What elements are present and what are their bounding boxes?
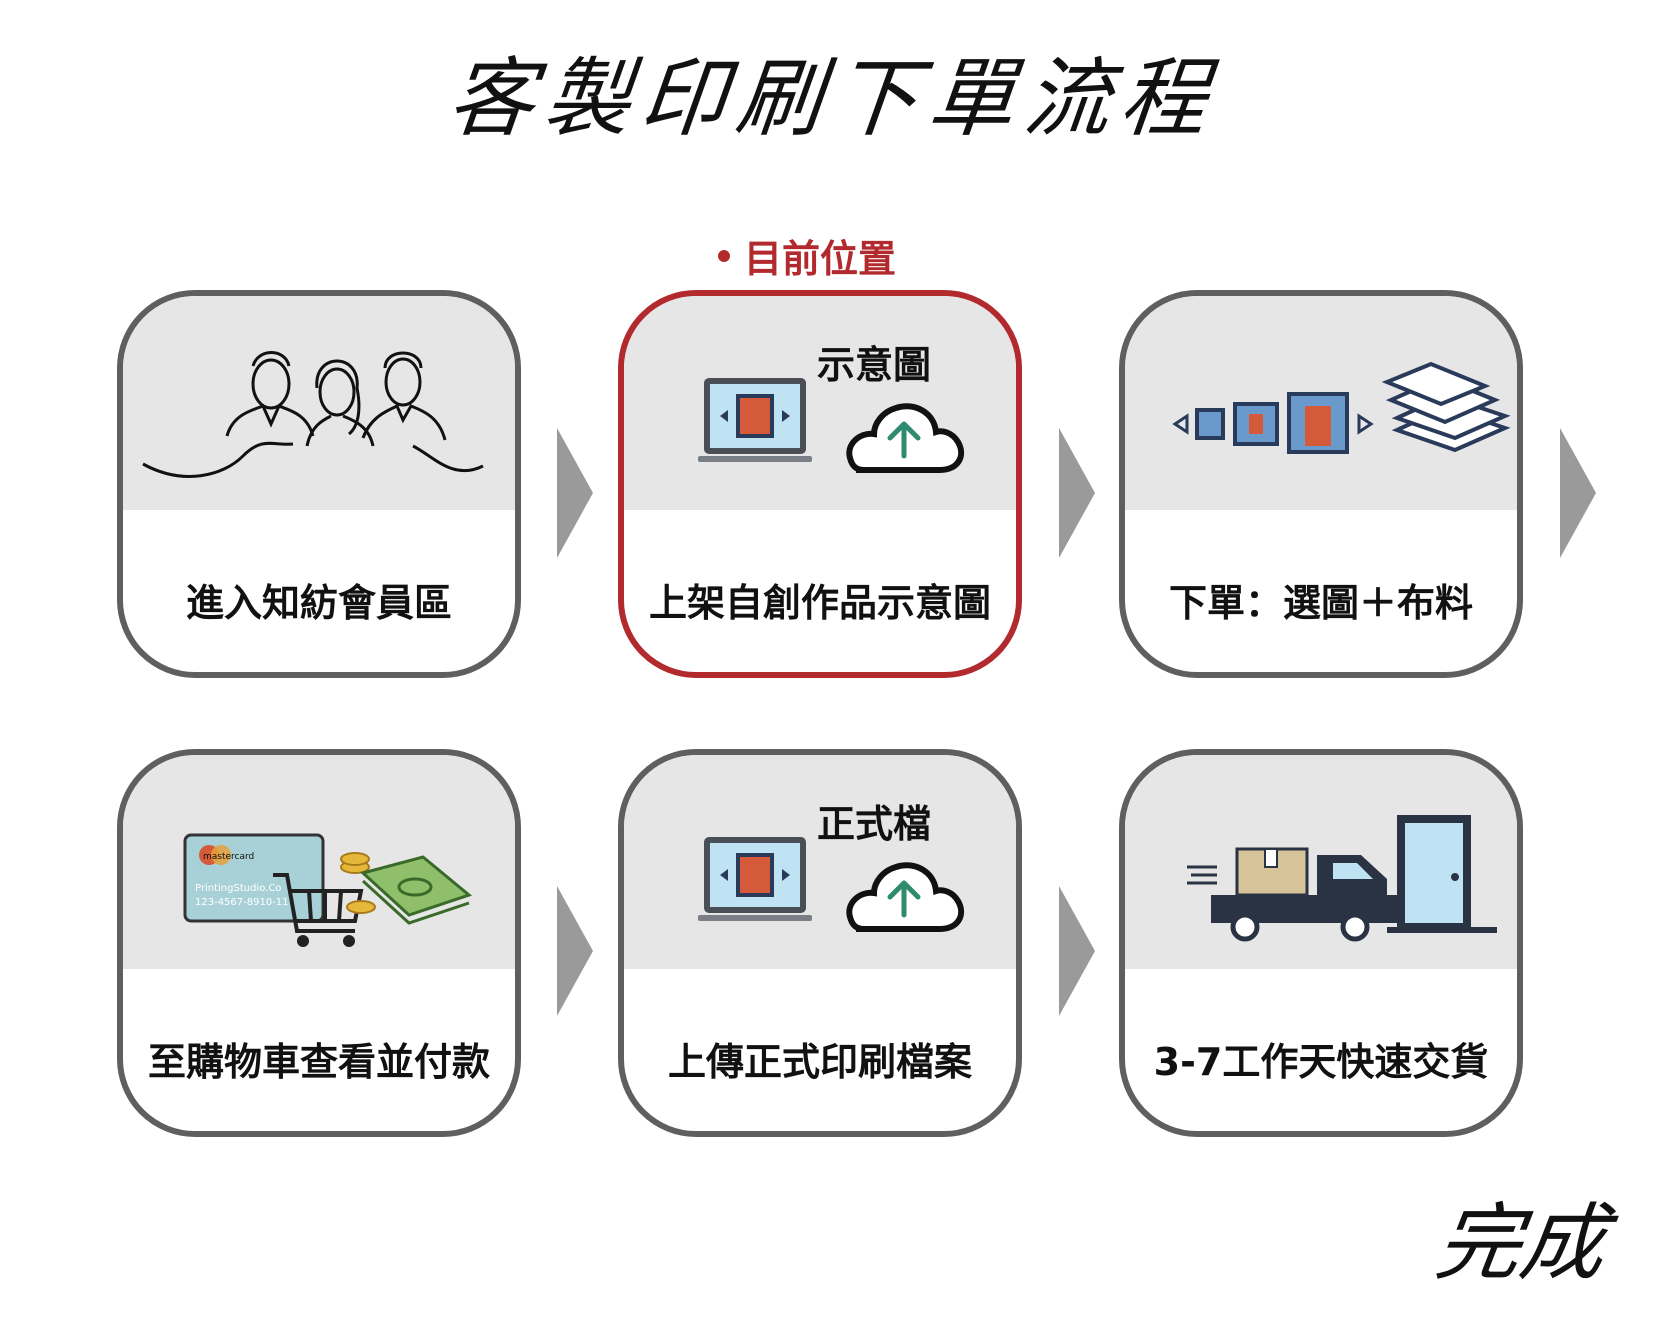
arrow-right-icon [557, 886, 593, 1016]
step-card-order[interactable]: 下單：選圖＋布料 [1119, 290, 1523, 678]
step-illustration-panel [624, 755, 1016, 969]
step-illustration-panel [624, 296, 1016, 510]
arrow-right-icon [557, 428, 593, 558]
step-label: 進入知紡會員區 [185, 581, 452, 625]
done-label: 完成 [1430, 1194, 1612, 1292]
step-label: 至購物車查看並付款 [147, 1040, 490, 1084]
people-icon [142, 351, 484, 478]
laptop-upload-icon: 示意圖 [698, 343, 965, 473]
step-caption: 正式檔 [817, 802, 931, 846]
step-label: 上架自創作品示意圖 [648, 581, 991, 625]
arrow-right-icon [1059, 886, 1095, 1016]
step-label: 3-7工作天快速交貨 [1153, 1040, 1489, 1084]
card-number: 123-4567-8910-11 [195, 897, 289, 908]
laptop-upload-icon: 正式檔 [698, 802, 965, 932]
step-illustration-panel [123, 296, 515, 510]
current-position-marker: 目前位置 [718, 228, 896, 283]
step-label: 上傳正式印刷檔案 [667, 1040, 972, 1084]
current-dot-icon [718, 249, 730, 262]
current-position-label: 目前位置 [744, 237, 897, 281]
arrow-right-icon [1059, 428, 1095, 558]
card-brand: mastercard [203, 852, 254, 862]
step-card-delivery[interactable]: 3-7工作天快速交貨 [1119, 749, 1523, 1137]
page-title: 客製印刷下單流程 [443, 49, 1222, 149]
step-card-upload-final[interactable]: 正式檔 上傳正式印刷檔案 [618, 749, 1022, 1137]
step-label: 下單：選圖＋布料 [1168, 581, 1473, 625]
step-card-checkout[interactable]: mastercard PrintingStudio.Co 123-4567-89… [117, 749, 521, 1137]
card-name: PrintingStudio.Co [195, 883, 281, 894]
arrow-right-icon [1560, 428, 1596, 558]
payment-cart-icon: mastercard PrintingStudio.Co 123-4567-89… [183, 833, 473, 947]
step-card-upload-mockup[interactable]: 示意圖 上架自創作品示意圖 [618, 290, 1022, 678]
frames-fabric-icon [1172, 361, 1511, 454]
delivery-truck-icon [1187, 815, 1497, 942]
step-card-member-area[interactable]: 進入知紡會員區 [117, 290, 521, 678]
step-caption: 示意圖 [817, 343, 931, 387]
